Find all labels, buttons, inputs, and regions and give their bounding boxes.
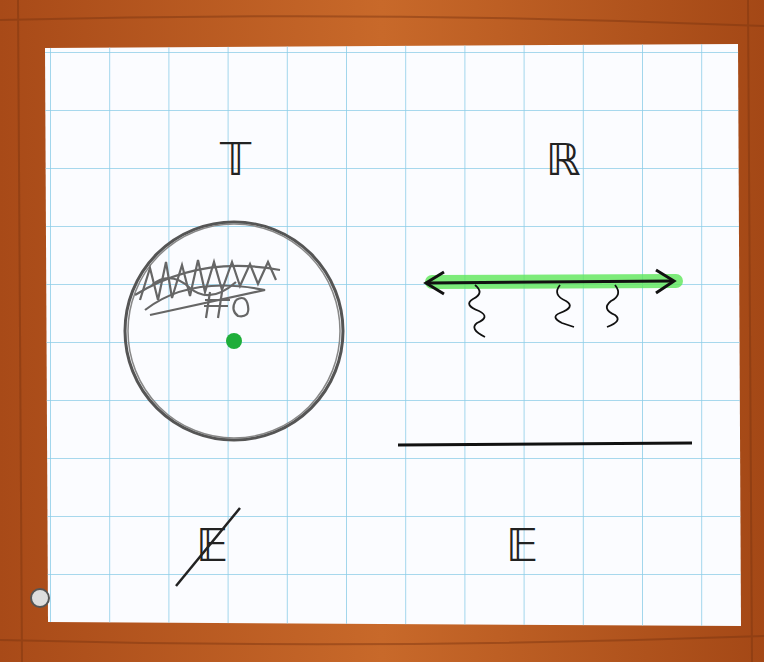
arrowhead bbox=[656, 270, 674, 293]
graph-paper bbox=[45, 44, 741, 626]
real-line bbox=[428, 281, 672, 283]
expectation-symbol: 𝔼 bbox=[506, 524, 538, 568]
strike-slash bbox=[176, 508, 240, 586]
circle-outline bbox=[125, 222, 343, 440]
space-symbol: 𝕋 bbox=[220, 138, 251, 182]
nail-head bbox=[31, 589, 49, 607]
space-symbol: ℝ bbox=[546, 138, 581, 182]
squiggle bbox=[469, 285, 618, 337]
plain-line bbox=[398, 443, 692, 445]
scribble bbox=[135, 260, 280, 318]
struck-expectation-symbol: 𝔼 bbox=[196, 524, 228, 568]
green-dot bbox=[226, 333, 242, 349]
arrowhead bbox=[426, 272, 444, 294]
